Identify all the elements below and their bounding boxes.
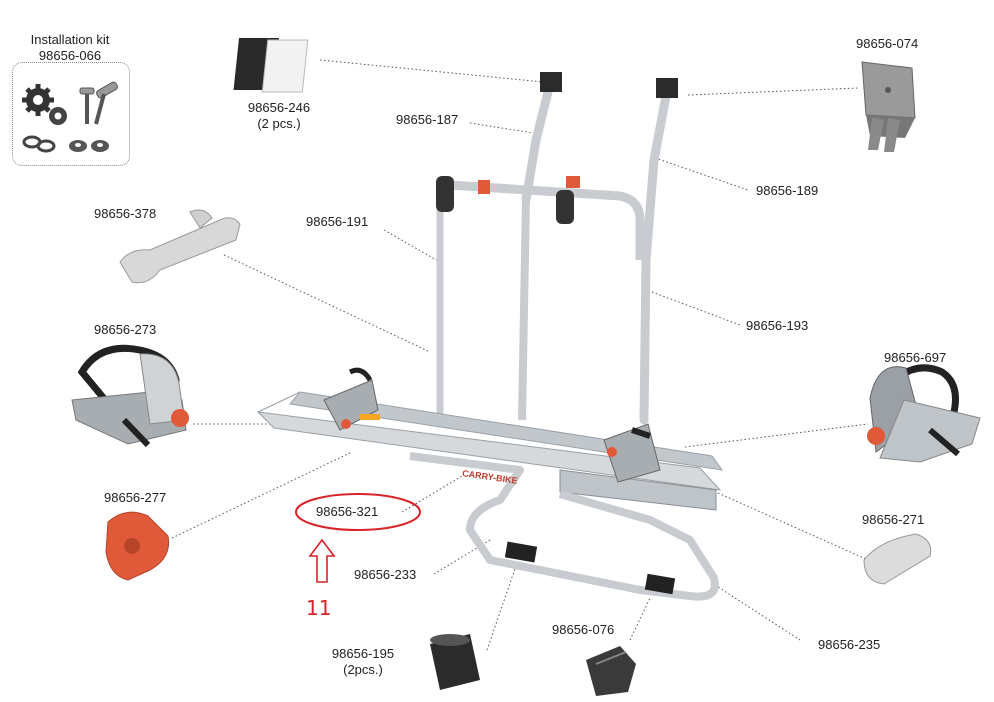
kit-title: Installation kit [30,32,110,47]
gear-icon [22,84,67,125]
label-98656-189: 98656-189 [756,183,819,198]
end-cap-part [863,533,932,585]
label-98656-074: 98656-074 [856,36,919,51]
wheel-holder-right-part [867,364,981,463]
chain-link-icon [22,135,56,153]
installation-kit-box [12,62,130,166]
label-98656-195-qty: (2pcs.) [343,662,383,677]
label-98656-191: 98656-191 [306,214,369,229]
label-98656-697: 98656-697 [884,350,947,365]
kit-code: 98656-066 [38,48,102,63]
label-98656-273: 98656-273 [94,322,157,337]
bike-carrier-main [256,72,724,601]
sleeve-part [430,634,480,690]
installation-kit-icons [22,81,118,153]
callout-number: 11 [306,596,332,620]
label-98656-187: 98656-187 [396,112,459,127]
screw-icon [79,81,118,125]
label-98656-277: 98656-277 [104,490,167,505]
wheel-holder-left-part [71,344,189,448]
label-98656-193: 98656-193 [746,318,809,333]
label-98656-233: 98656-233 [354,567,417,582]
leader-lines [171,59,869,651]
label-98656-246: 98656-246 [247,100,311,115]
label-98656-195: 98656-195 [331,646,395,661]
label-98656-321: 98656-321 [316,504,379,519]
label-98656-271: 98656-271 [862,512,925,527]
label-98656-246-qty: (2 pcs.) [257,116,301,131]
red-knob-part [105,511,170,581]
wall-bracket-part [861,61,916,152]
highlight-ellipse [295,493,421,531]
up-arrow-icon [308,538,336,583]
label-98656-235: 98656-235 [818,637,881,652]
clip-part [586,646,636,696]
label-98656-378: 98656-378 [94,206,157,221]
nut-icon [69,140,109,152]
frame-clamp-part [119,209,241,284]
label-98656-076: 98656-076 [552,622,615,637]
adhesive-pads-part [233,38,309,93]
